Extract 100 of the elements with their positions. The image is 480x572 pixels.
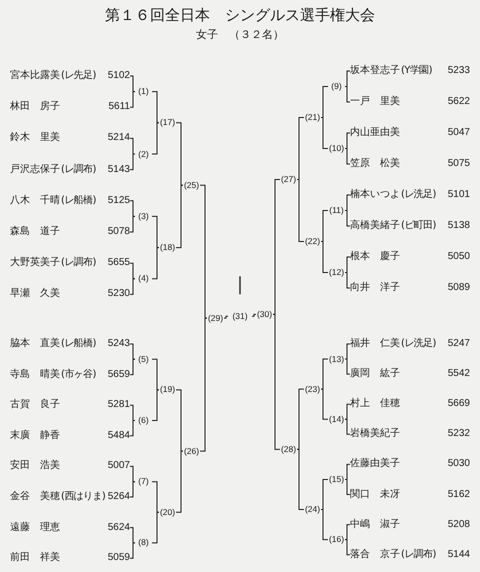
bracket-line xyxy=(344,70,350,87)
bracket-line xyxy=(224,316,228,319)
match-number: (28) xyxy=(280,444,297,455)
match-number: (7) xyxy=(135,476,152,488)
player-name: 向井 洋子 xyxy=(350,282,400,294)
match-number: (12) xyxy=(328,267,345,278)
player-number: 5611 xyxy=(108,101,130,114)
bracket-line xyxy=(296,117,304,180)
bracket-line xyxy=(130,216,136,232)
player-number: 5243 xyxy=(108,338,130,350)
player-name: 村上 佳穂 xyxy=(350,398,400,410)
match-number: (9) xyxy=(328,81,345,92)
bracket-line xyxy=(344,272,350,288)
player-number: 5050 xyxy=(448,251,470,263)
bracket-line xyxy=(344,478,350,495)
bracket-line xyxy=(320,388,328,420)
player-name: 根本 慶子 xyxy=(350,251,400,263)
player-name: 遠藤 理恵 xyxy=(10,522,60,534)
bracket-line xyxy=(130,542,136,559)
match-number: (26) xyxy=(183,446,200,457)
match-number: (13) xyxy=(328,354,345,365)
bracket-line xyxy=(252,314,256,317)
bracket-line xyxy=(152,481,160,513)
bracket-line xyxy=(130,91,136,108)
club-name: (レ調布) xyxy=(401,548,436,561)
bracket-line xyxy=(296,179,304,242)
player-name: 廣岡 紘子 xyxy=(350,368,400,380)
subtitle: 女子 （３２名） xyxy=(195,27,285,42)
player-name: 寺島 晴美 xyxy=(10,368,60,381)
player-number: 5247 xyxy=(448,338,470,350)
club-name: (ピ町田) xyxy=(401,220,436,232)
match-number: (19) xyxy=(159,384,176,396)
bracket-line xyxy=(130,200,136,217)
player-name: 佐藤由美子 xyxy=(350,458,400,470)
bracket-line xyxy=(344,418,350,435)
player-number: 5214 xyxy=(108,132,130,144)
bracket-line xyxy=(130,278,136,295)
player-number: 5264 xyxy=(108,491,130,503)
match-number: (10) xyxy=(328,143,345,154)
bracket-line xyxy=(200,184,208,319)
bracket-line xyxy=(130,262,136,280)
player-number: 5622 xyxy=(448,96,470,108)
bracket-line xyxy=(344,132,350,149)
player-name: 関口 未冴 xyxy=(350,488,400,500)
match-number: (4) xyxy=(135,273,152,284)
player-number: 5059 xyxy=(108,552,130,564)
match-number: (18) xyxy=(159,242,176,254)
player-name: 岩橋美紀子 xyxy=(350,428,400,440)
club-name: (レ調布) xyxy=(61,164,96,176)
bracket-line xyxy=(344,86,350,102)
bracket-line xyxy=(152,91,160,124)
player-number: 5125 xyxy=(108,194,130,207)
bracket-line xyxy=(152,358,160,390)
match-number: (11) xyxy=(328,205,345,216)
match-number: (5) xyxy=(135,354,152,365)
club-name: (レ調布) xyxy=(61,257,96,270)
player-name: 福井 仁美 xyxy=(350,338,400,350)
bracket-line xyxy=(320,117,328,149)
club-name: (レ船橋) xyxy=(61,194,96,207)
match-number: (15) xyxy=(328,474,345,485)
bracket-line xyxy=(296,388,304,450)
player-number: 5102 xyxy=(108,70,130,82)
player-name: 中嶋 淑子 xyxy=(350,518,400,531)
player-name: 高橋美緒子 xyxy=(350,220,400,232)
bracket-line xyxy=(320,478,328,510)
player-number: 5208 xyxy=(448,518,470,531)
club-name: (レ洗足) xyxy=(401,189,436,201)
match-number: (31) xyxy=(228,310,252,322)
player-name: 古賀 良子 xyxy=(10,399,60,412)
player-name: 戸沢志保子 xyxy=(10,164,60,176)
match-number: (23) xyxy=(304,384,321,395)
match-number: (14) xyxy=(328,414,345,425)
player-number: 5078 xyxy=(108,226,130,238)
bracket-line xyxy=(320,210,328,242)
match-number: (27) xyxy=(280,174,297,185)
player-name: 早瀬 久美 xyxy=(10,288,60,300)
bracket-line xyxy=(320,358,328,390)
match-number: (24) xyxy=(304,504,321,516)
bracket-line xyxy=(176,122,184,186)
player-name: 末廣 静香 xyxy=(10,430,60,442)
player-number: 5089 xyxy=(448,282,470,294)
bracket-line xyxy=(296,448,304,510)
bracket-line xyxy=(130,344,136,360)
player-number: 5484 xyxy=(108,430,130,442)
player-number: 5162 xyxy=(448,488,470,500)
bracket-line xyxy=(152,216,160,248)
bracket-line xyxy=(130,138,136,154)
bracket-line xyxy=(176,184,184,248)
match-number: (16) xyxy=(328,534,345,546)
player-number: 5542 xyxy=(448,368,470,380)
match-number: (6) xyxy=(135,415,152,426)
bracket-line xyxy=(320,241,328,273)
bracket-line xyxy=(152,389,160,421)
player-number: 5143 xyxy=(108,164,130,176)
club-name: (レ先足) xyxy=(61,70,96,82)
bracket-line xyxy=(176,450,184,513)
player-name: 落合 京子 xyxy=(350,548,400,561)
player-name: 楠本いつよ xyxy=(350,189,400,201)
bracket-line xyxy=(130,76,136,92)
player-number: 5101 xyxy=(448,189,470,201)
